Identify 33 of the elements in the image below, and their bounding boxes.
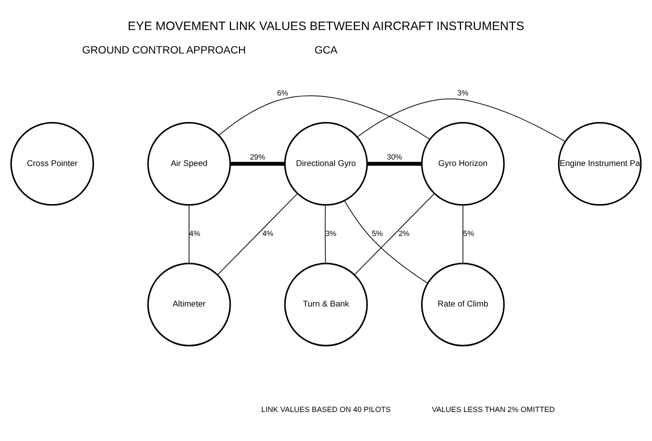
node-circle: Altimeter [147,262,231,346]
edge-label: 2% [398,229,410,238]
edge-label: 5% [463,229,474,238]
edge-label: 4% [189,229,200,238]
connector [217,193,298,276]
node-circle: Directional Gyro [284,122,368,206]
connector [356,98,566,142]
connector [354,193,435,276]
node-circle: Gyro Horizon [421,122,505,206]
connector [324,204,326,264]
edge-label: 30% [386,152,402,162]
edge-label: 3% [457,88,468,98]
connector [188,204,190,264]
connector [344,200,428,284]
edge-label: 5% [372,229,383,238]
node-circle: Air Speed [147,122,231,206]
edge-label: 4% [262,229,274,238]
label: LINK VALUES BASED ON 40 PILOTS [261,405,391,414]
connector [230,162,285,166]
edge-label: 6% [277,88,288,98]
connector [367,162,422,166]
node-circle: Engine Instrument Pa [558,122,642,206]
node-circle: Turn & Bank [284,262,368,346]
edge-label: 3% [325,229,336,238]
label: VALUES LESS THAN 2% OMITTED [432,405,555,414]
edge-label: 29% [250,152,266,162]
connector [218,95,430,140]
label: GROUND CONTROL APPROACH [82,44,246,56]
node-circle: Cross Pointer [10,122,94,206]
diagram-title: EYE MOVEMENT LINK VALUES BETWEEN AIRCRAFT INSTRUMENTS [128,18,524,33]
node-circle: Rate of Climb [421,262,505,346]
label: GCA [314,44,338,56]
connector [462,204,464,264]
